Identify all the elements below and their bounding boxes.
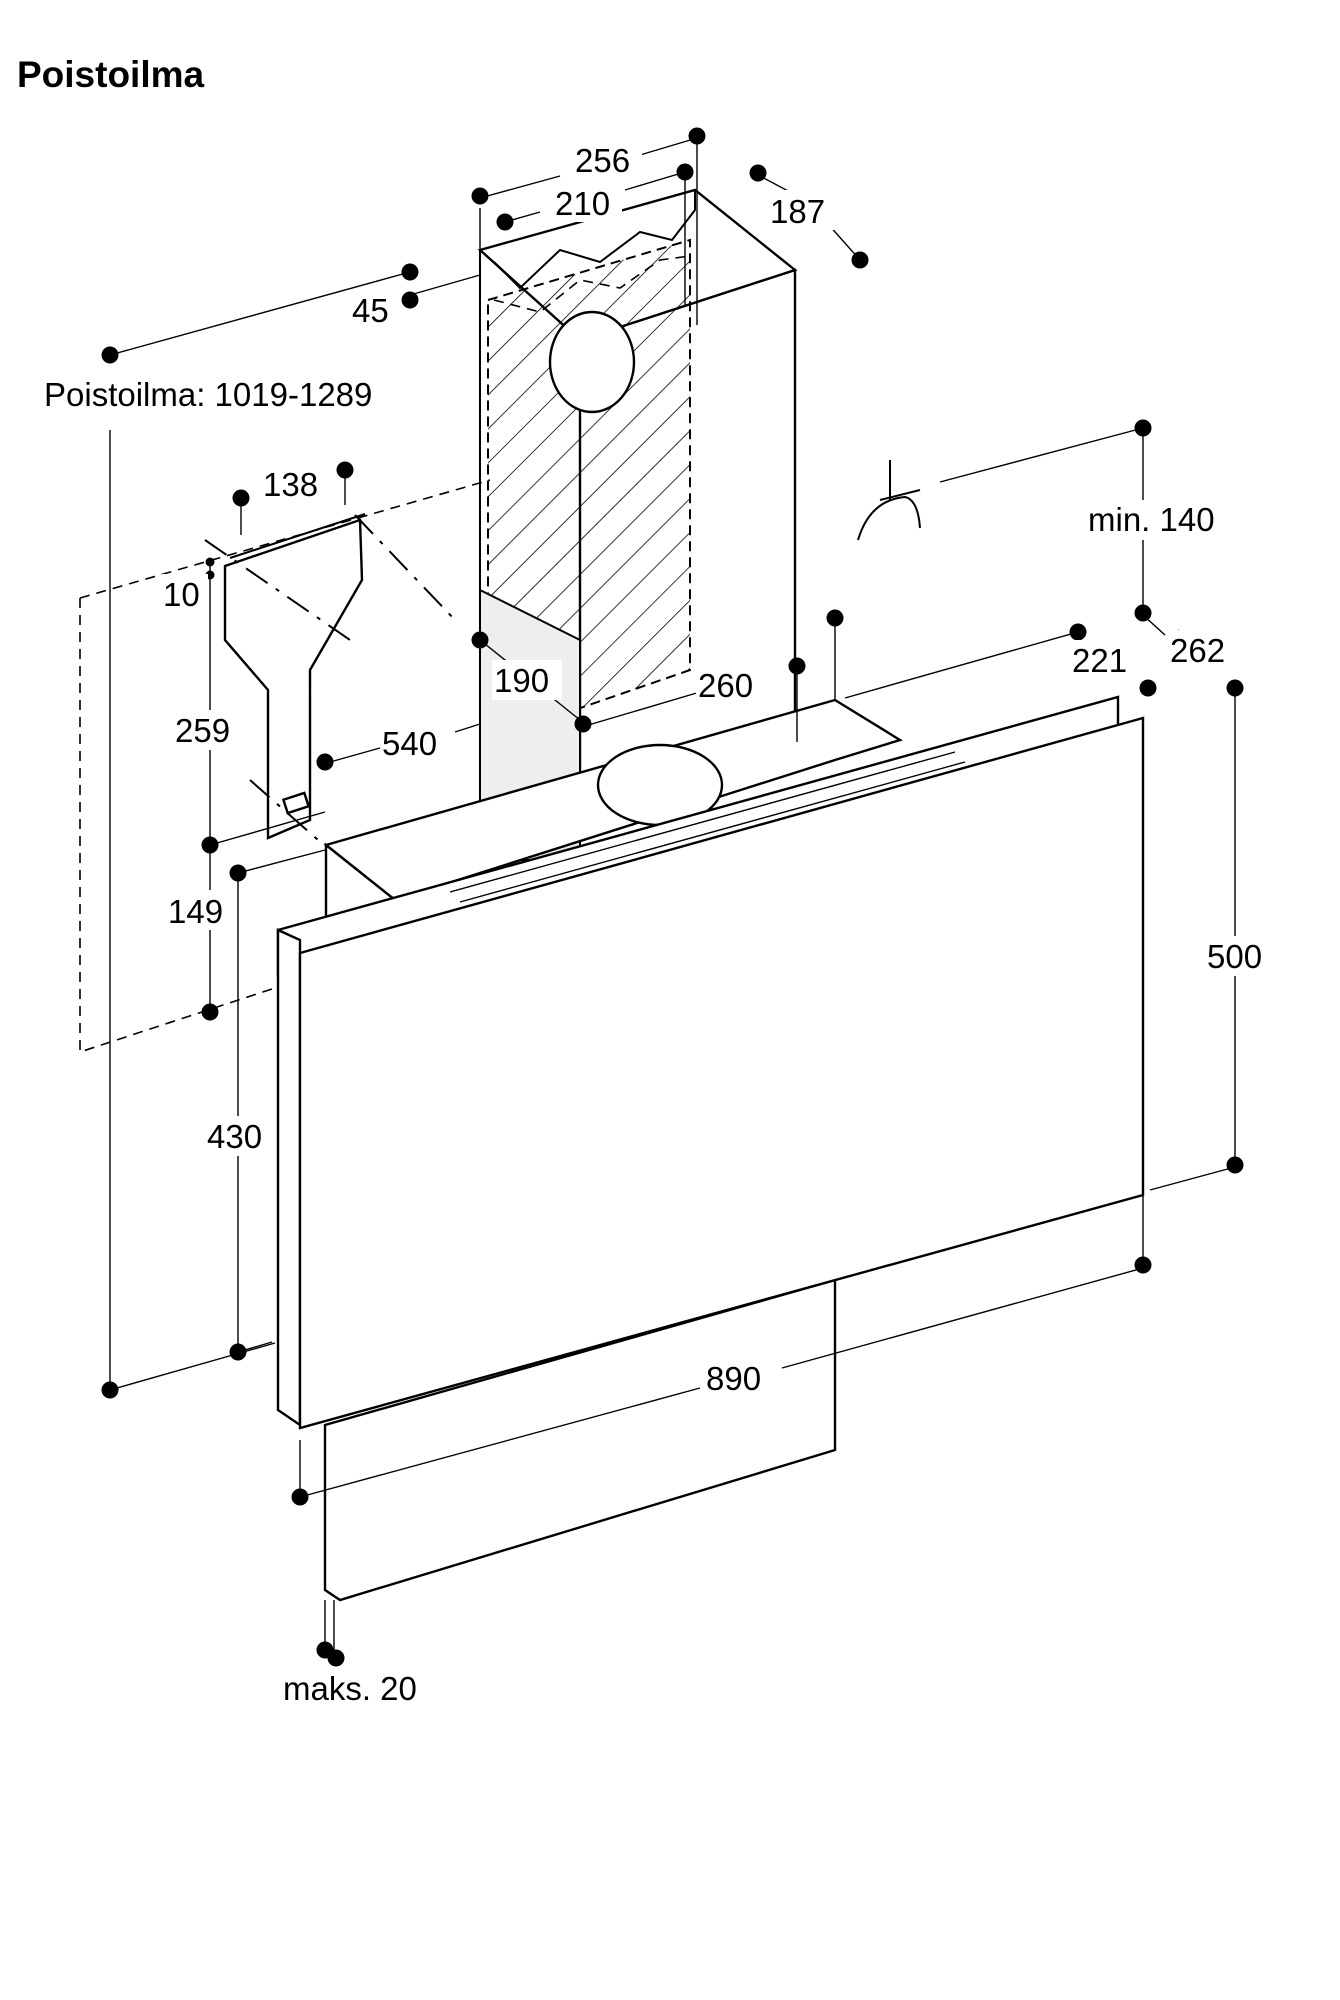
wall-outline — [79, 479, 491, 1054]
dimension-labels: Poistoilma: 1019-1289 256 210 187 45 138… — [40, 138, 1275, 1708]
dimension-430-label: 430 — [207, 1118, 262, 1155]
dimension-190-label: 190 — [494, 662, 549, 699]
electrical-connection-symbol — [857, 460, 921, 541]
dimension-210-label: 210 — [555, 185, 610, 222]
dimension-10-label: 10 — [163, 576, 200, 613]
dimension-45-label: 45 — [352, 292, 389, 329]
dimension-540-label: 540 — [382, 725, 437, 762]
dimension-187-label: 187 — [770, 193, 825, 230]
dimension-890-label: 890 — [706, 1360, 761, 1397]
dimension-260-label: 260 — [698, 667, 753, 704]
page-title: Poistoilma — [17, 54, 205, 95]
dimension-lines — [109, 137, 1236, 1660]
min-140-label: min. 140 — [1088, 501, 1215, 538]
hood-body — [276, 695, 1145, 1602]
dimension-dots — [101, 127, 1244, 1667]
dimension-149-label: 149 — [168, 893, 223, 930]
dimension-262-label: 262 — [1170, 632, 1225, 669]
dimension-500-label: 500 — [1207, 938, 1262, 975]
dimension-259-label: 259 — [175, 712, 230, 749]
dimension-138-label: 138 — [263, 466, 318, 503]
wall-bracket — [204, 513, 456, 841]
dimension-221-label: 221 — [1072, 642, 1127, 679]
maks-20-label: maks. 20 — [283, 1670, 417, 1707]
dimension-256-label: 256 — [575, 142, 630, 179]
exhaust-height-label: Poistoilma: 1019-1289 — [44, 376, 372, 413]
